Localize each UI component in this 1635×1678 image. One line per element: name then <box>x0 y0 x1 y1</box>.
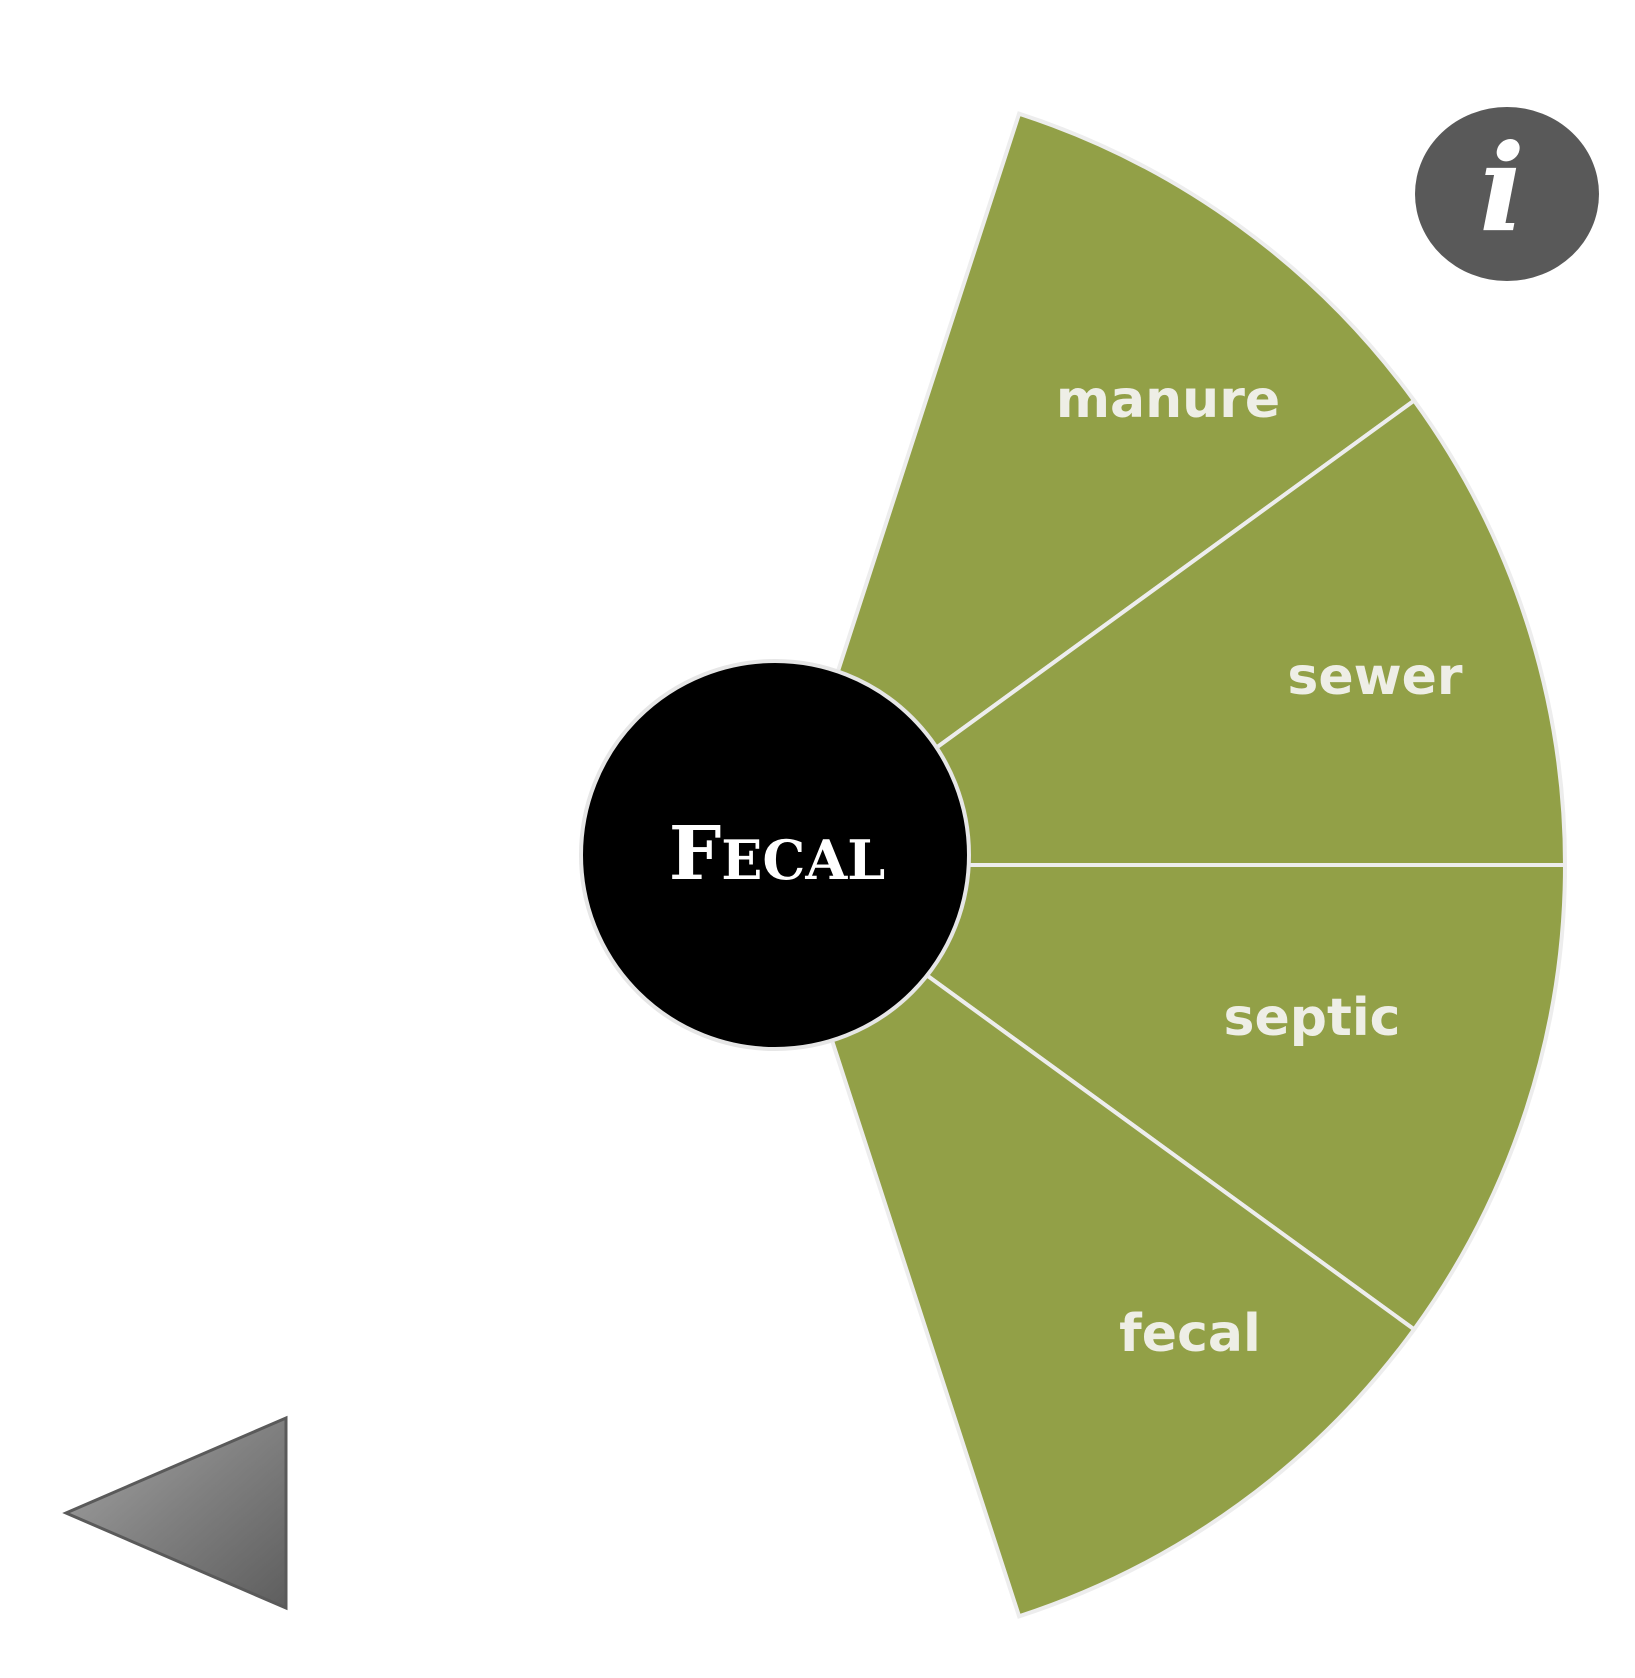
fan-segments <box>768 111 1568 1619</box>
center-title: FECAL <box>669 811 886 897</box>
info-icon: i <box>1479 118 1525 259</box>
segment-label-septic: septic <box>1224 988 1401 1048</box>
back-button[interactable] <box>62 1415 288 1611</box>
info-button-background <box>1415 107 1599 281</box>
segment-manure[interactable] <box>771 111 1417 871</box>
segment-label-manure: manure <box>1056 370 1280 430</box>
segment-label-fecal: fecal <box>1119 1304 1261 1364</box>
segment-sewer[interactable] <box>768 397 1568 867</box>
center-hub[interactable] <box>579 659 971 1051</box>
segment-septic[interactable] <box>768 863 1568 1333</box>
info-button[interactable]: i <box>1415 107 1599 281</box>
back-arrow-icon <box>62 1415 288 1611</box>
segment-fecal[interactable] <box>771 859 1417 1619</box>
segment-label-sewer: sewer <box>1287 647 1463 707</box>
